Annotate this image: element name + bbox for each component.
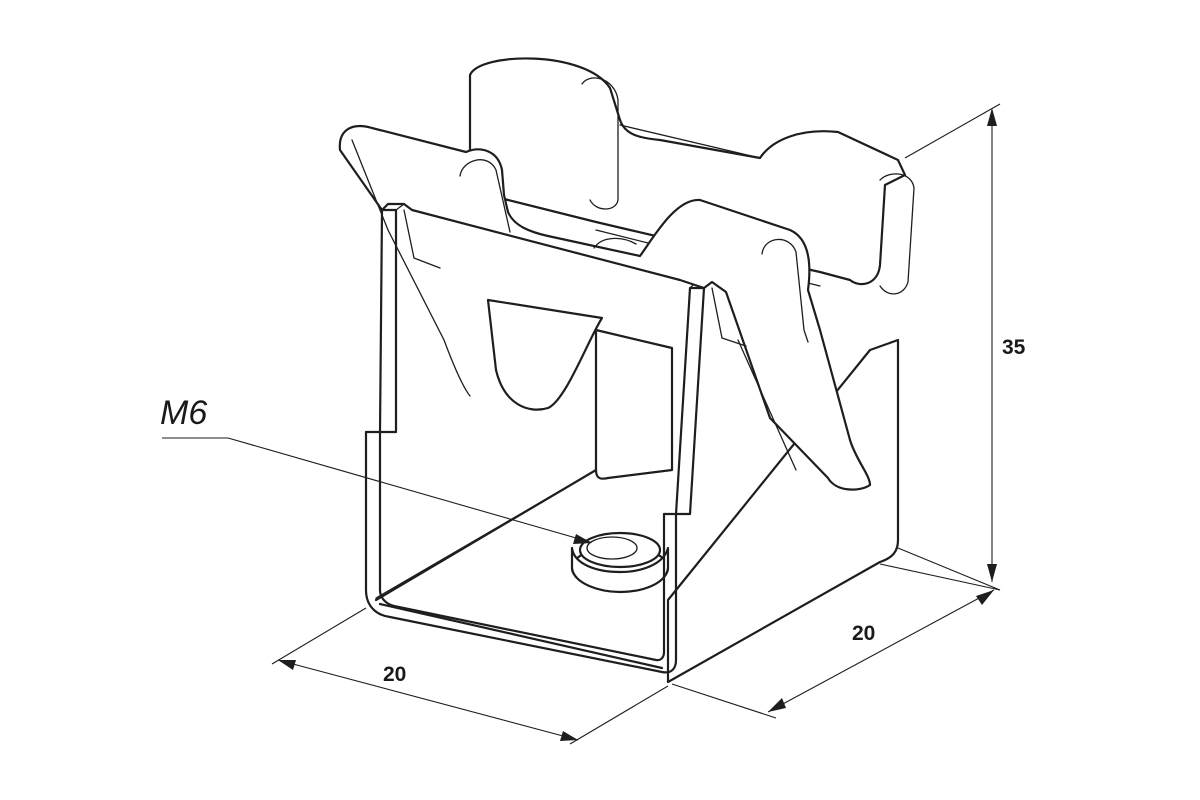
arrow-head <box>560 731 578 741</box>
front-u-strap <box>364 203 714 674</box>
arrow-head <box>768 698 786 712</box>
nut-icon <box>570 531 670 594</box>
front-clamp-plate <box>338 124 872 491</box>
arrow-head <box>573 534 592 544</box>
thread-callout-label: M6 <box>160 394 207 432</box>
arrow-head <box>987 564 997 582</box>
base-floor <box>374 468 670 670</box>
arrow-head <box>976 590 994 605</box>
arrow-head <box>278 660 296 670</box>
height-dimension: 35 <box>897 103 1026 591</box>
depth-dimension: 20 <box>671 563 1001 719</box>
arrow-head <box>987 108 997 126</box>
depth-dimension-label: 20 <box>852 622 875 645</box>
width-dimension: 20 <box>271 607 669 745</box>
width-dimension-label: 20 <box>383 663 406 686</box>
height-dimension-label: 35 <box>1002 336 1026 359</box>
thread-callout: M6 <box>160 394 592 544</box>
